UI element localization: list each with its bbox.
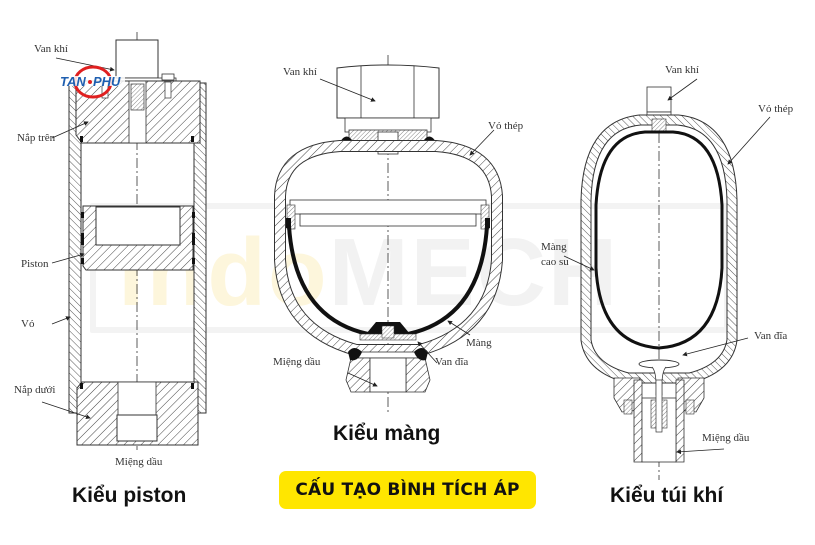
label-bladder-rubber-line1: Màng (541, 241, 567, 253)
piston-accumulator-drawing (41, 32, 207, 450)
title-banner: CẤU TẠO BÌNH TÍCH ÁP (279, 471, 536, 509)
svg-text:TAN: TAN (60, 74, 86, 89)
label-piston-gas-valve: Van khí (34, 43, 68, 55)
bladder-accumulator-drawing (563, 78, 771, 480)
label-bladder-rubber-line2: cao su (541, 256, 569, 268)
label-diaphragm-oil-port: Miệng dầu (273, 356, 321, 368)
caption-bladder: Kiểu túi khí (610, 484, 724, 507)
diaphragm-accumulator-drawing (274, 55, 503, 415)
label-diaphragm-disc-valve: Van đĩa (435, 356, 469, 368)
label-bladder-disc-valve: Van đĩa (754, 330, 788, 342)
label-piston-oil-port: Miệng dầu (115, 456, 163, 468)
label-diaphragm-steel-shell: Vỏ thép (488, 120, 524, 132)
label-bladder-oil-port: Miệng dầu (702, 432, 750, 444)
caption-diaphragm: Kiểu màng (333, 422, 441, 445)
svg-text:PHU: PHU (93, 74, 121, 89)
watermark-main: MECH (328, 219, 620, 326)
label-piston-piston: Piston (21, 258, 49, 270)
page-title: CẤU TẠO BÌNH TÍCH ÁP (295, 480, 520, 500)
label-diaphragm-gas-valve: Van khí (283, 66, 317, 78)
label-piston-bottom-cap: Nắp dưới (14, 384, 56, 396)
label-piston-shell: Vỏ (21, 318, 35, 330)
label-bladder-gas-valve: Van khí (665, 64, 699, 76)
label-bladder-steel-shell: Vỏ thép (758, 103, 794, 115)
label-piston-top-cap: Nắp trên (17, 132, 56, 144)
label-diaphragm-membrane: Màng (466, 337, 492, 349)
tan-phu-logo: TAN PHU (57, 65, 125, 99)
caption-piston: Kiểu piston (72, 484, 187, 507)
